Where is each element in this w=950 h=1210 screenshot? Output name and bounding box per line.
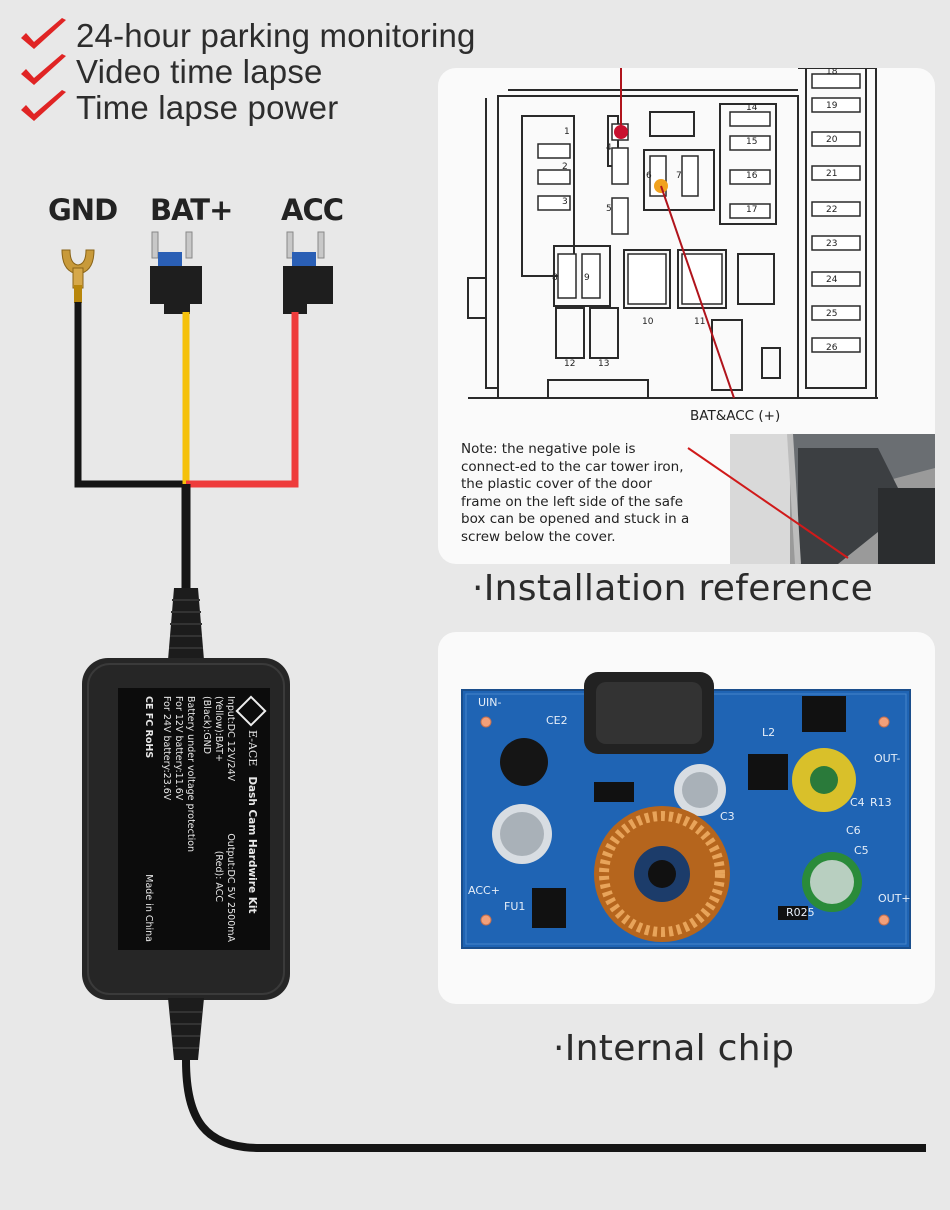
fuse-number: 18 [826, 68, 838, 77]
fuse-number: 8 [552, 273, 558, 283]
acc-label: ACC [281, 193, 344, 227]
gnd-label: GND [48, 193, 118, 227]
fuse-number: 15 [746, 137, 757, 147]
fuse-number: 23 [826, 239, 837, 249]
pcb-label: OUT+ [878, 892, 911, 905]
car-door-photo [687, 433, 935, 564]
fuse-number: 9 [584, 273, 590, 283]
fuse-number: 5 [606, 204, 612, 214]
bat-acc-label: BAT&ACC (+) [690, 408, 780, 424]
pcb-label: C3 [720, 810, 735, 823]
feature-item: Video time lapse [18, 52, 323, 92]
pcb-label: UIN- [478, 696, 502, 709]
output-cable [430, 1144, 926, 1152]
pcb-label: FU1 [504, 900, 525, 913]
pcb-label: C5 [854, 844, 869, 857]
box-brand: E-ACE [246, 730, 259, 767]
fuse-number: 21 [826, 169, 837, 179]
pcb-label: OUT- [874, 752, 900, 765]
feature-label: Time lapse power [76, 89, 339, 126]
red-checkmark-icon [21, 54, 66, 85]
installation-note: Note: the negative pole is connect-ed to… [461, 441, 690, 545]
box-origin: Made in China [143, 874, 154, 942]
pcb-label: C4 [850, 796, 865, 809]
fuse-number: 6 [646, 171, 652, 181]
box-output: Output:DC 5V 2500mA [225, 833, 236, 942]
fuse-number: 16 [746, 171, 758, 181]
ring-terminal-icon [61, 249, 95, 303]
pcb-label: L2 [762, 726, 775, 739]
fuse-box-diagram: 1 2 3 4 5 6 7 8 9 10 11 12 13 14 15 16 1… [467, 68, 935, 564]
fuse-number: 7 [676, 171, 682, 181]
bat-label: BAT+ [150, 193, 233, 227]
box-input: Input:DC 12V/24V [225, 696, 236, 782]
fuse-number: 22 [826, 205, 837, 215]
fuse-number: 24 [826, 275, 838, 285]
box-label: E-ACE Dash Cam Hardwire Kit Input:DC 12V… [118, 688, 270, 950]
box-v24: For 24V battery:23.6V [161, 696, 172, 801]
fuse-number: 10 [642, 317, 654, 327]
pcb-label: ACC+ [468, 884, 500, 897]
fuse-number: 25 [826, 309, 837, 319]
box-marks: CE FC RoHS [143, 696, 154, 759]
pcb-label: R13 [870, 796, 892, 809]
fuse-number: 17 [746, 205, 757, 215]
box-v12: For 12V battery:11.6V [173, 696, 184, 801]
fuse-number: 19 [826, 101, 838, 111]
internal-chip-caption: ·Internal chip [553, 1028, 795, 1069]
box-title: Dash Cam Hardwire Kit [246, 776, 258, 914]
pcb-label: CE2 [546, 714, 568, 727]
red-checkmark-icon [21, 18, 66, 49]
fuse-number: 4 [606, 143, 612, 153]
acc-fuse-tap-icon [283, 231, 333, 314]
hardwire-harness-illustration [61, 231, 430, 1152]
fuse-number: 3 [562, 197, 568, 207]
box-protection: Battery under voltage protection [185, 696, 196, 853]
feature-item: 24-hour parking monitoring [18, 16, 476, 56]
fuse-number: 20 [826, 135, 838, 145]
pcb-photo: UIN- CE2 L2 OUT- C3 C4 R13 C6 C5 ACC+ FU… [461, 672, 911, 949]
pcb-label: C6 [846, 824, 861, 837]
bat-fuse-tap-icon [150, 231, 202, 314]
fuse-number: 13 [598, 359, 609, 369]
red-checkmark-icon [21, 90, 66, 121]
fuse-number: 11 [694, 317, 705, 327]
feature-item: Time lapse power [18, 88, 338, 128]
feature-label: 24-hour parking monitoring [76, 17, 476, 54]
installation-reference-caption: ·Installation reference [472, 568, 874, 609]
e-ace-logo-icon [235, 695, 267, 727]
fuse-number: 14 [746, 103, 758, 113]
feature-label: Video time lapse [76, 53, 323, 90]
fuse-number: 1 [564, 127, 570, 137]
box-yellow: (Yellow):BAT+ [213, 696, 224, 762]
pcb-label: R025 [786, 906, 815, 919]
box-black: (Black):GND [201, 696, 212, 755]
box-red: (Red): ACC [213, 850, 224, 902]
fuse-number: 12 [564, 359, 575, 369]
fuse-number: 2 [562, 162, 568, 172]
fuse-number: 26 [826, 343, 838, 353]
